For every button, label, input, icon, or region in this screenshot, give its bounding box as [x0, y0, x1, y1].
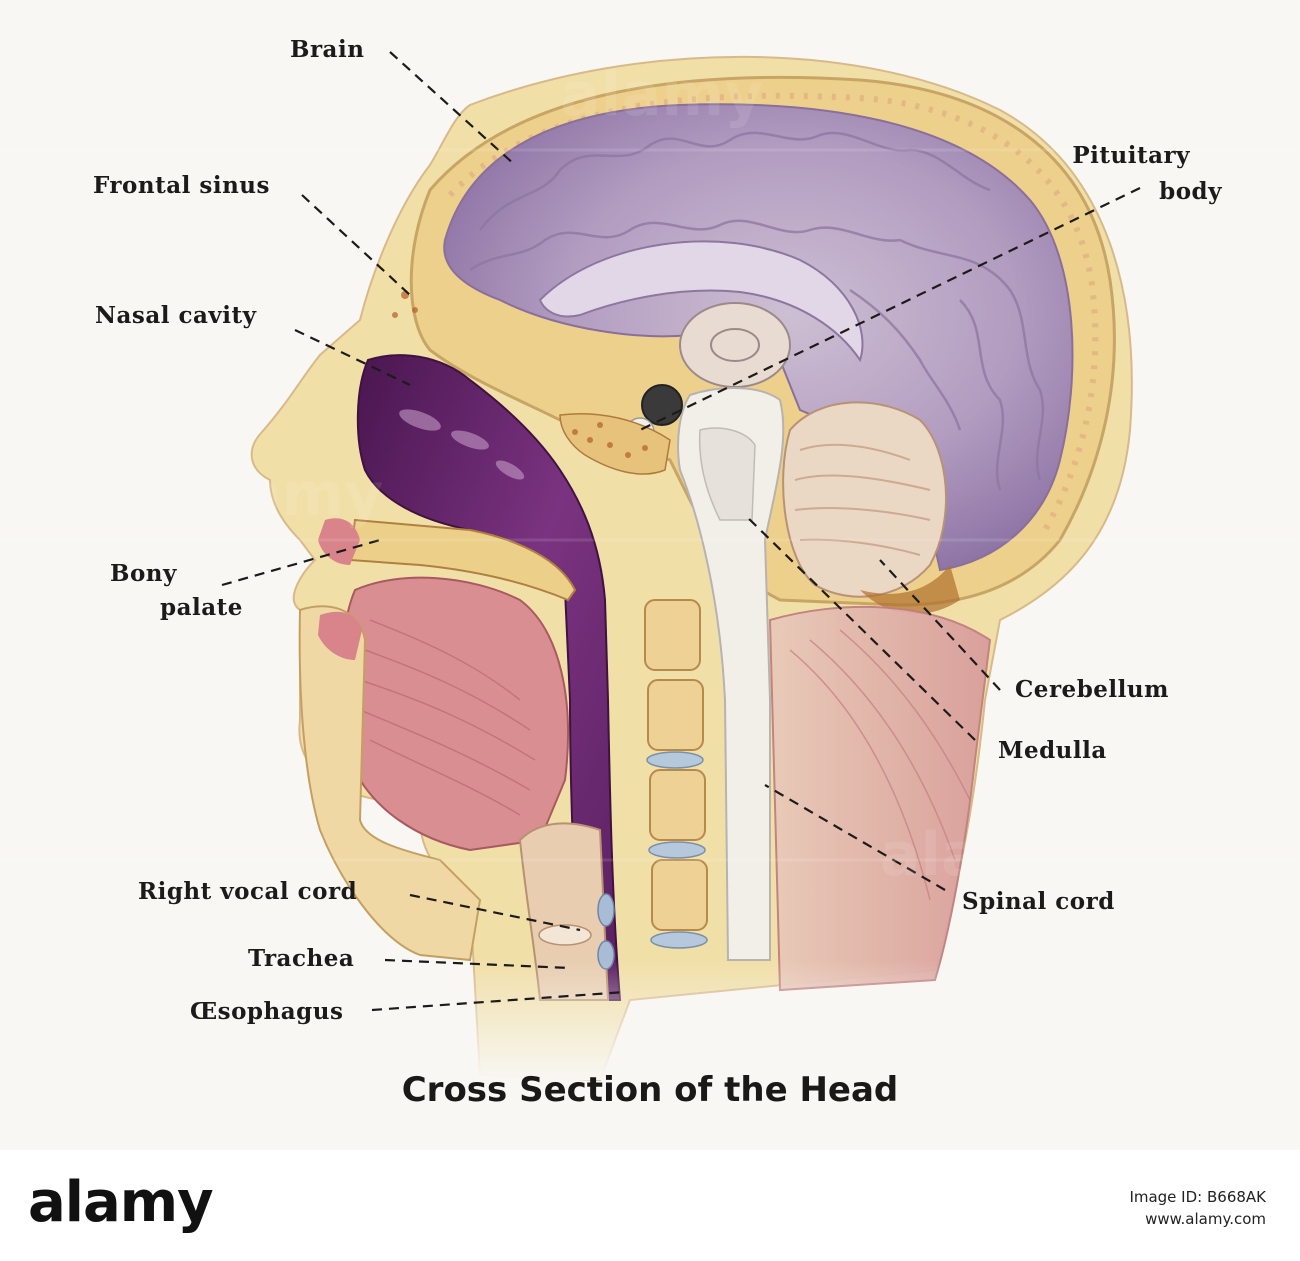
leader-cerebellum: [879, 559, 1001, 691]
cerebellum: [782, 401, 947, 598]
leader-pituitary: [639, 187, 1141, 431]
leader-vocal-cord: [409, 893, 581, 932]
corpus-callosum: [538, 240, 864, 363]
leader-spinal-cord: [764, 784, 946, 891]
site-url: www.alamy.com: [1145, 1210, 1266, 1228]
label-nasal-cavity: Nasal cavity: [95, 302, 257, 329]
watermark-overlay: [0, 148, 1300, 862]
leader-bony-palate: [221, 538, 381, 587]
neck-muscles: [768, 605, 992, 992]
lower-lip-jaw: [298, 605, 482, 962]
label-pituitary-1: Pituitary: [1072, 142, 1190, 169]
head-cross-section-illustration: [0, 51, 1300, 1082]
image-id: Image ID: B668AK: [1129, 1188, 1266, 1206]
label-brain: Brain: [290, 36, 365, 63]
tongue: [339, 576, 569, 852]
label-bony-palate-2: palate: [160, 594, 243, 621]
leader-frontal-sinus: [301, 194, 411, 296]
brain-gyri: [469, 131, 1045, 491]
cervical-vertebrae: [644, 599, 708, 931]
label-pituitary-2: body: [1159, 178, 1222, 205]
label-bony-palate-1: Bony: [110, 560, 177, 587]
watermark-meta: Image ID: B668AK www.alamy.com: [1129, 1186, 1266, 1230]
leader-trachea: [384, 958, 571, 970]
leader-lines: [221, 51, 1141, 1012]
pituitary-body: [641, 384, 683, 426]
figure-title: Cross Section of the Head: [401, 1070, 899, 1110]
leader-nasal-cavity: [294, 329, 411, 386]
label-frontal-sinus: Frontal sinus: [93, 172, 270, 199]
label-medulla: Medulla: [998, 737, 1107, 764]
bony-palate: [348, 518, 577, 602]
label-spinal-cord: Spinal cord: [962, 888, 1115, 915]
leader-brain: [389, 51, 516, 166]
thalamus: [679, 302, 791, 388]
watermark-logo: alamy: [28, 1170, 214, 1235]
label-oesophagus: Œsophagus: [190, 998, 344, 1025]
leader-medulla: [744, 514, 976, 741]
label-right-vocal-cord: Right vocal cord: [138, 878, 358, 905]
leader-oesophagus: [371, 990, 626, 1012]
watermark-footer: [0, 1150, 1300, 1261]
label-trachea: Trachea: [248, 945, 355, 972]
label-cerebellum: Cerebellum: [1015, 676, 1169, 703]
